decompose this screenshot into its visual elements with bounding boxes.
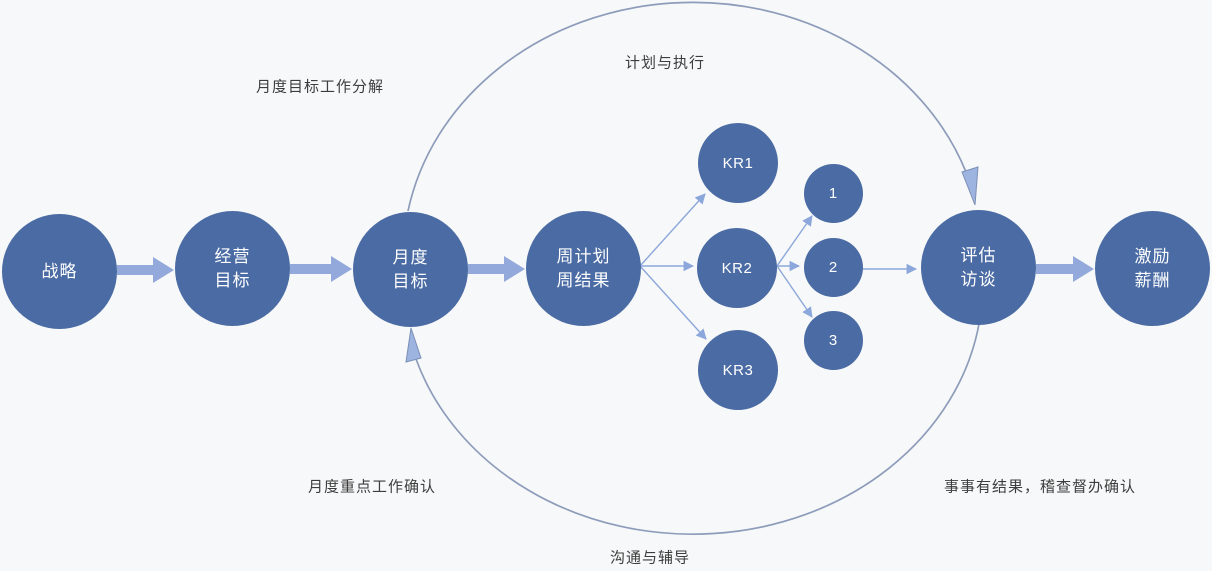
arrow-kr2-to-task1 <box>776 215 813 267</box>
node-label: KR1 <box>722 154 754 172</box>
node-business-goal: 经营 目标 <box>175 211 290 326</box>
arrow-kr2-to-task3 <box>776 265 813 318</box>
arrow-business-goal-to-monthly-goal <box>290 256 352 282</box>
loop-arrowhead-up-icon <box>405 327 422 363</box>
loop-arc-top <box>407 1 967 212</box>
node-task1: 1 <box>804 164 863 223</box>
annotation-result-supervision: 事事有结果，稽查督办确认 <box>943 478 1137 496</box>
node-label: 经营 目标 <box>214 246 251 290</box>
node-incentive-pay: 激励 薪酬 <box>1095 211 1210 326</box>
node-label: 1 <box>828 185 839 202</box>
node-evaluation-interview: 评估 访谈 <box>921 210 1036 325</box>
arrow-strategy-to-business-goal <box>117 257 174 283</box>
arrow-weekly-to-kr1 <box>639 193 706 267</box>
arrow-evaluation-to-incentive <box>1036 256 1094 282</box>
node-kr2: KR2 <box>697 228 777 308</box>
annotation-monthly-goal-breakdown: 月度目标工作分解 <box>255 78 385 96</box>
node-label: 战略 <box>41 261 78 281</box>
node-label: 2 <box>828 259 839 276</box>
node-task3: 3 <box>804 311 863 370</box>
node-label: 周计划 周结果 <box>556 246 611 290</box>
node-kr3: KR3 <box>698 330 778 410</box>
loop-arrowhead-down-icon <box>961 166 979 206</box>
annotation-plan-and-execute: 计划与执行 <box>624 54 706 72</box>
annotation-monthly-key-work: 月度重点工作确认 <box>307 478 437 496</box>
node-kr1: KR1 <box>698 123 778 203</box>
node-label: KR3 <box>722 361 754 379</box>
node-monthly-goal: 月度 目标 <box>353 212 468 327</box>
node-label: 3 <box>828 332 839 349</box>
node-label: 评估 访谈 <box>960 245 997 289</box>
node-strategy: 战略 <box>2 214 117 329</box>
arrow-monthly-goal-to-weekly-plan <box>468 256 525 282</box>
loop-arc-bottom <box>415 323 980 536</box>
node-label: 激励 薪酬 <box>1134 246 1171 290</box>
node-label: KR2 <box>721 259 753 277</box>
arrow-weekly-to-kr3 <box>639 265 707 340</box>
node-label: 月度 目标 <box>392 247 429 291</box>
annotation-communication-coaching: 沟通与辅导 <box>609 549 691 567</box>
node-task2: 2 <box>804 238 863 297</box>
node-weekly-plan-result: 周计划 周结果 <box>526 211 641 326</box>
